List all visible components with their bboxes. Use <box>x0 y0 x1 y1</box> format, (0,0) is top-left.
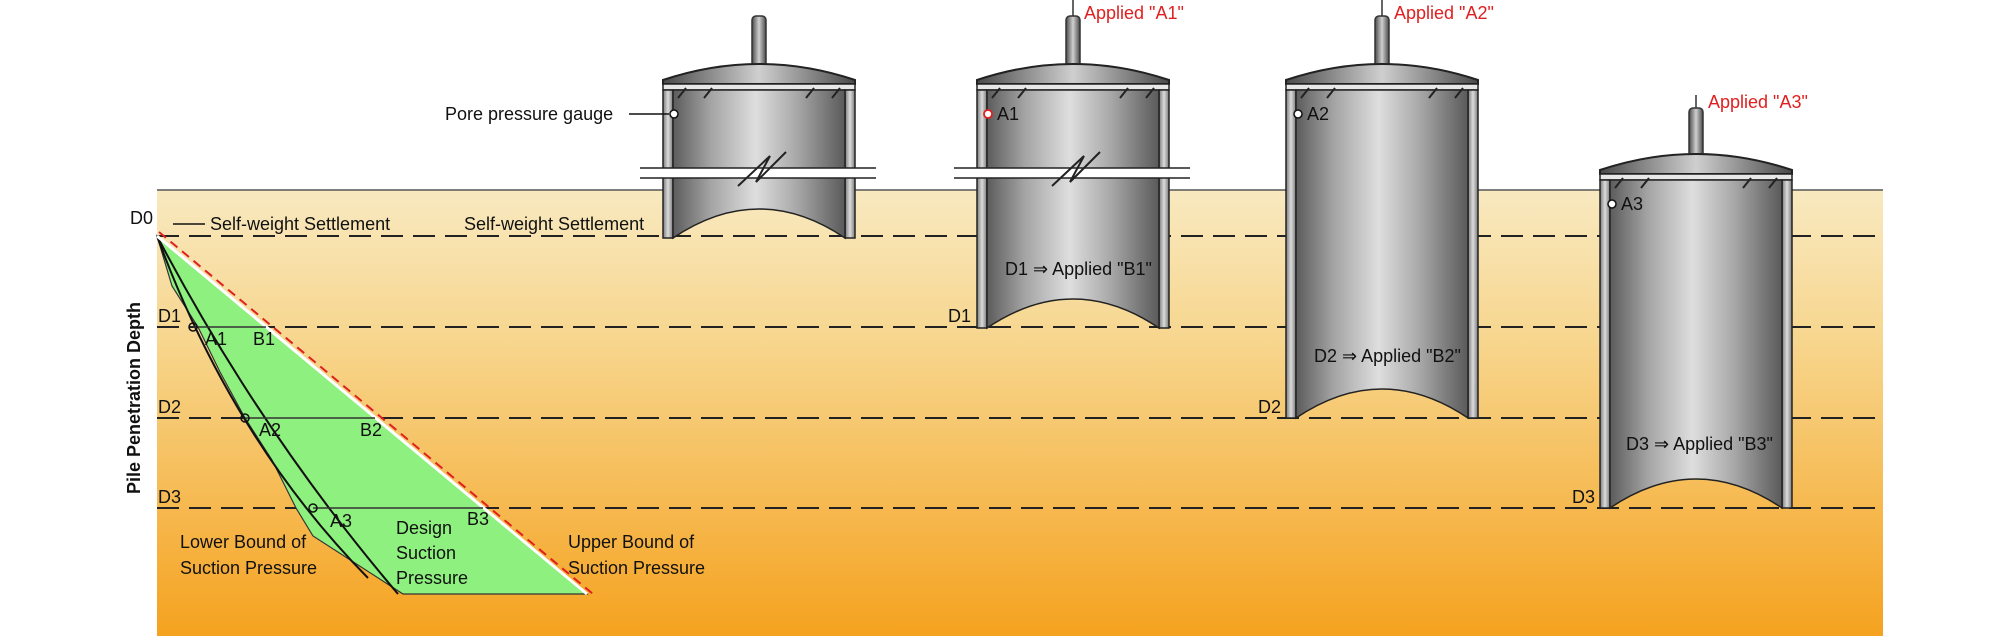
pile-3-applied-label: Applied "A2" <box>1394 3 1494 23</box>
pile-3-note: D2 ⇒ Applied "B2" <box>1314 346 1461 366</box>
pile-4-note: D3 ⇒ Applied "B3" <box>1626 434 1773 454</box>
point-a3 <box>308 503 318 513</box>
depth-label-d1: D1 <box>158 306 181 326</box>
pile-3-gauge-label: A2 <box>1307 104 1329 124</box>
pore-pressure-gauge-label: Pore pressure gauge <box>445 104 613 124</box>
suction-pile-4 <box>1599 95 1793 510</box>
label-b2: B2 <box>360 420 382 440</box>
pile-2-note: D1 ⇒ Applied "B1" <box>1005 259 1152 279</box>
suction-pile-1 <box>640 15 876 240</box>
upper-bound-dashed <box>158 231 594 595</box>
self-weight-settlement-label-1: Self-weight Settlement <box>210 214 390 234</box>
lower-bound-label-1: Lower Bound of <box>180 532 307 552</box>
point-a1 <box>188 322 198 332</box>
label-a3: A3 <box>330 511 352 531</box>
lower-bound-label-2: Suction Pressure <box>180 558 317 578</box>
upper-bound-line <box>156 234 588 596</box>
design-label-3: Pressure <box>396 568 468 588</box>
design-label-1: Design <box>396 518 452 538</box>
lower-bound-curve-inner <box>156 235 399 595</box>
suction-pile-3 <box>1285 0 1479 420</box>
depth-label-d2: D2 <box>158 397 181 417</box>
depth-label-d0: D0 <box>130 208 153 228</box>
pile-4-applied-label: Applied "A3" <box>1708 92 1808 112</box>
design-label-2: Suction <box>396 543 456 563</box>
label-a1: A1 <box>205 329 227 349</box>
label-b1: B1 <box>253 329 275 349</box>
axis-title: Pile Penetration Depth <box>124 302 144 494</box>
label-b3: B3 <box>467 509 489 529</box>
lower-bound-curve <box>156 235 369 579</box>
depth-label-d3: D3 <box>158 487 181 507</box>
pile-3-depth-label: D2 <box>1258 397 1281 417</box>
point-a2 <box>240 413 250 423</box>
upper-bound-label-1: Upper Bound of <box>568 532 695 552</box>
pile-2-gauge-label: A1 <box>997 104 1019 124</box>
suction-pile-2 <box>954 0 1190 330</box>
pile-2-depth-label: D1 <box>948 306 971 326</box>
pile-4-gauge-label: A3 <box>1621 194 1643 214</box>
pile-4-depth-label: D3 <box>1572 487 1595 507</box>
label-a2: A2 <box>259 420 281 440</box>
pile-2-applied-label: Applied "A1" <box>1084 3 1184 23</box>
self-weight-settlement-label-2: Self-weight Settlement <box>464 214 644 234</box>
upper-bound-label-2: Suction Pressure <box>568 558 705 578</box>
